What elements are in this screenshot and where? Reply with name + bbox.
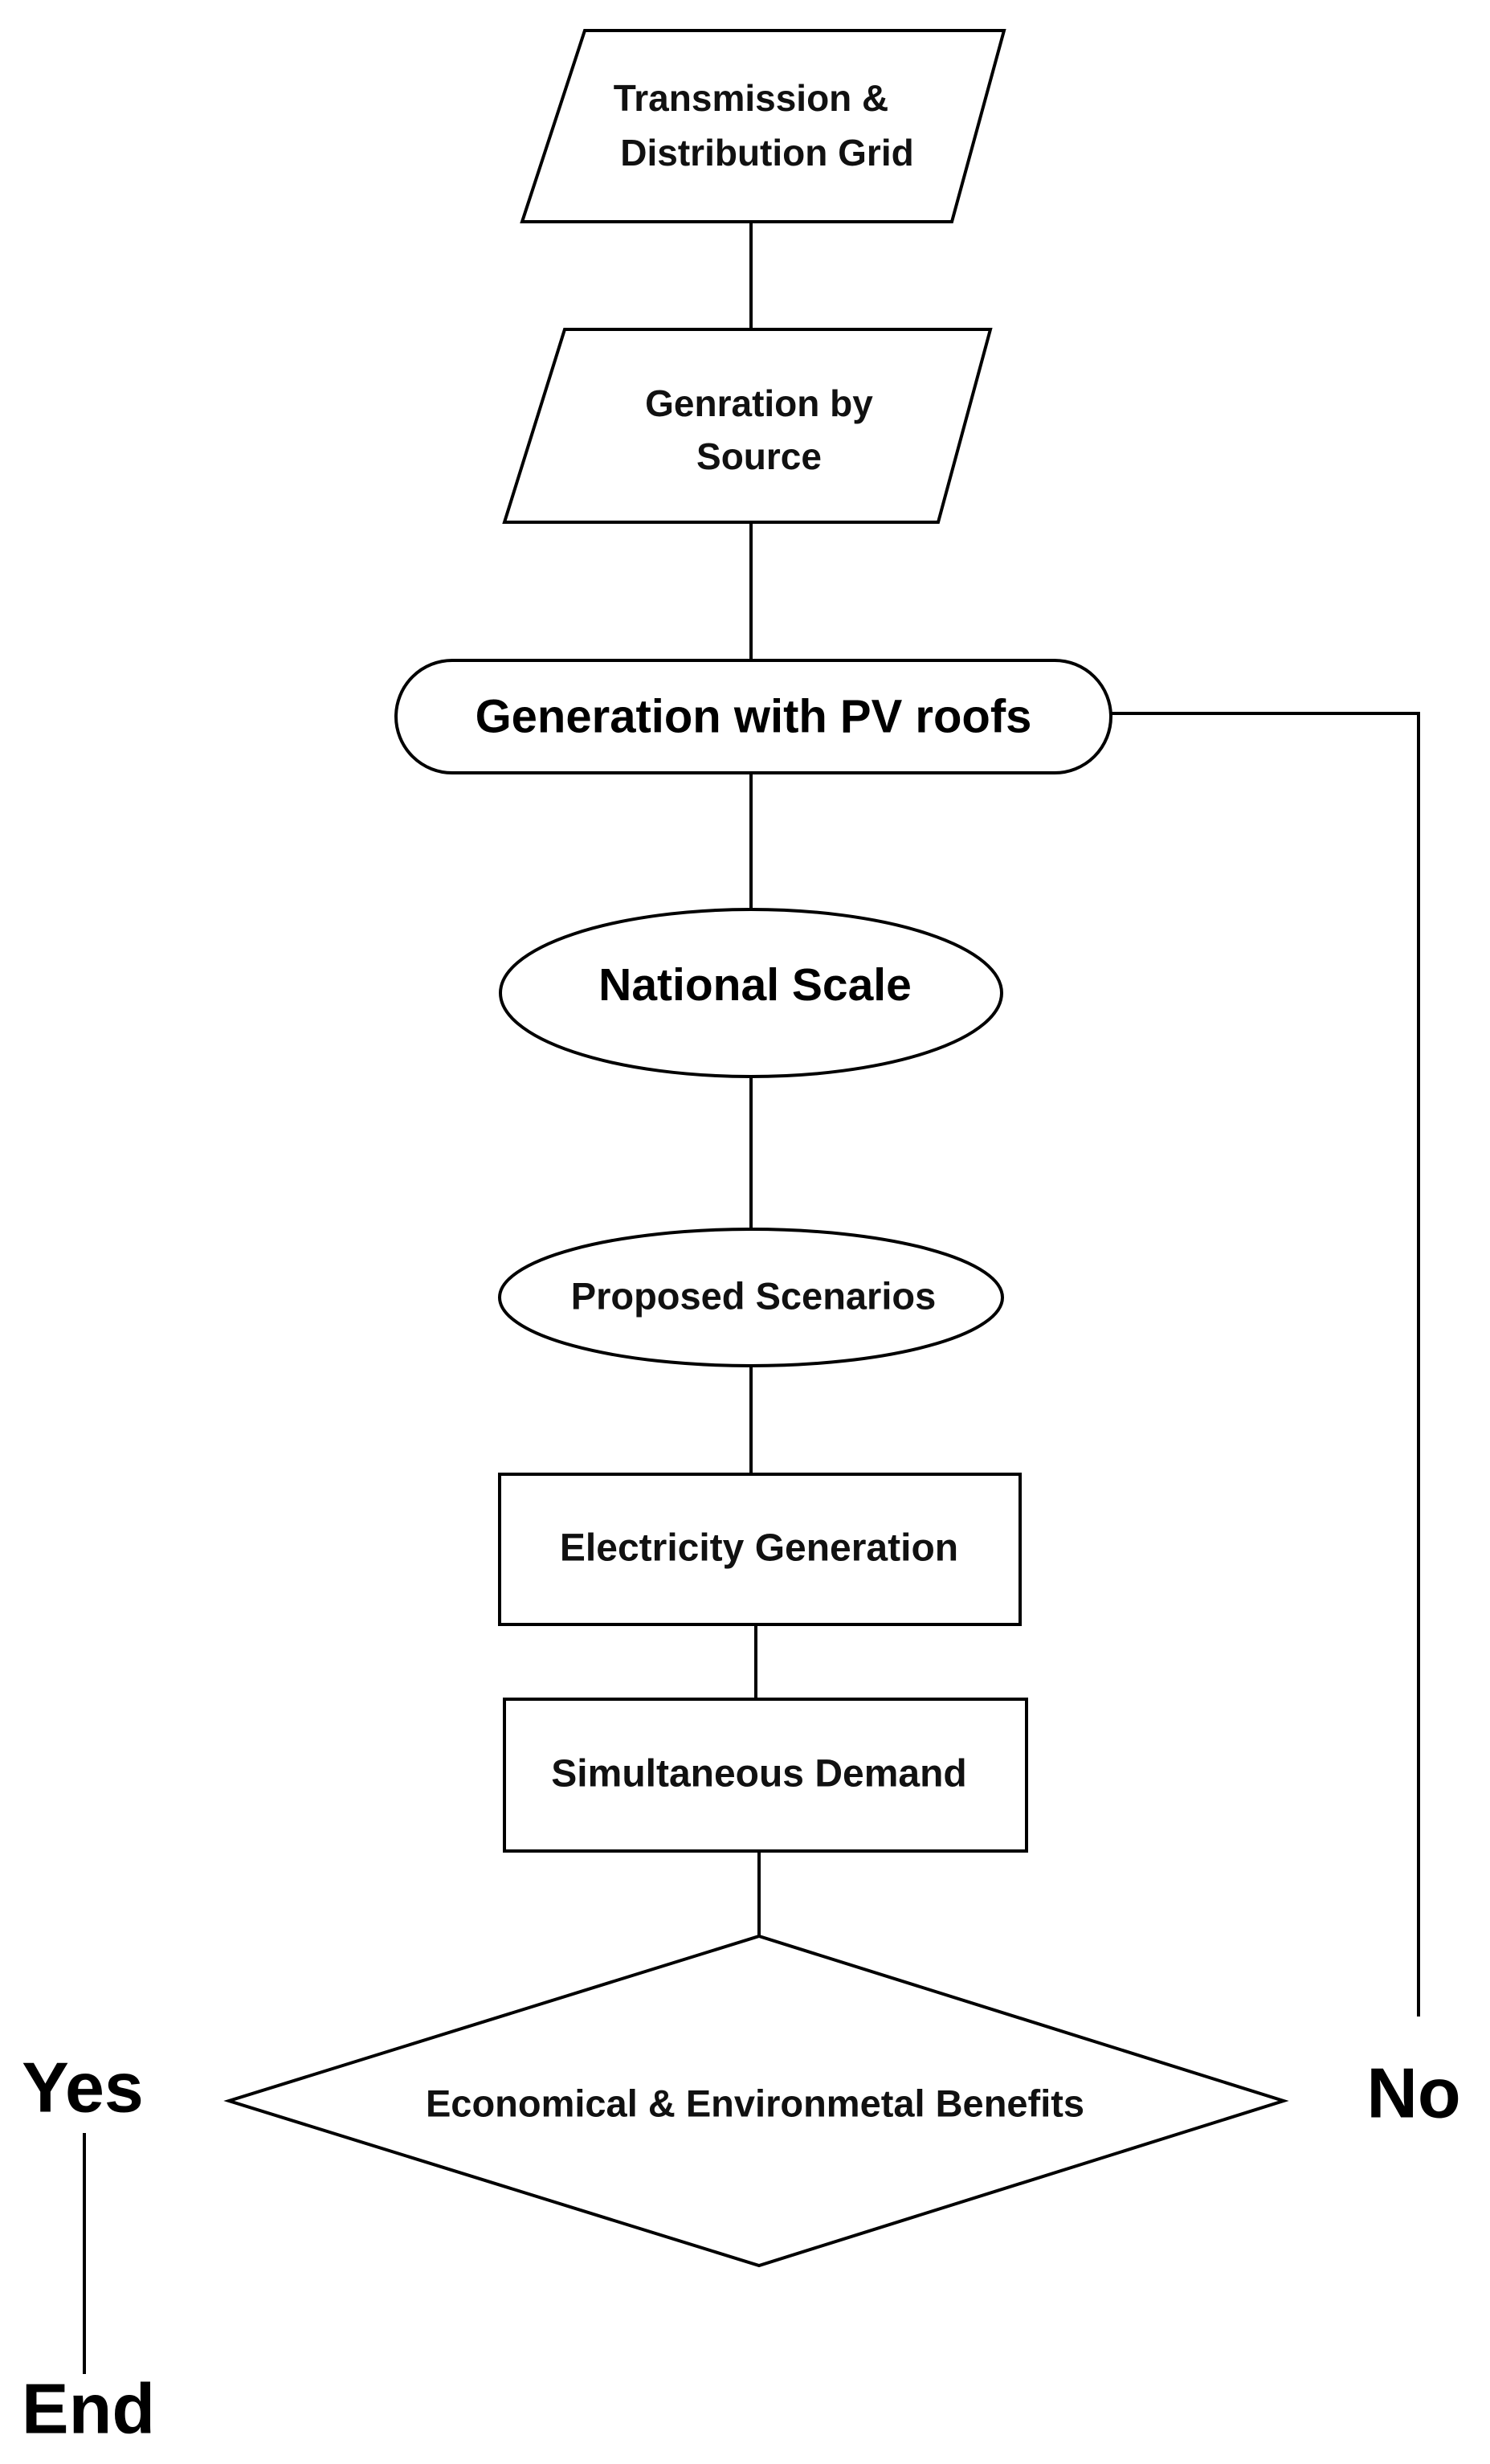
simultaneous-demand-box bbox=[503, 1698, 1028, 1853]
transmission-label-line2: Distribution Grid bbox=[620, 132, 913, 174]
national-scale-ellipse bbox=[499, 908, 1003, 1078]
electricity-generation-box bbox=[498, 1473, 1022, 1626]
benefits-decision-label: Economical & Environmetal Benefits bbox=[426, 2082, 1084, 2124]
generation-by-source-label-line2: Source bbox=[696, 435, 822, 477]
transmission-parallelogram bbox=[520, 29, 1006, 223]
generation-by-source-parallelogram bbox=[502, 328, 993, 524]
node-simultaneous-demand: Simultaneous Demand bbox=[503, 1698, 1028, 1853]
node-transmission-distribution-grid: Transmission & Distribution Grid bbox=[520, 29, 1006, 223]
no-feedback-loop bbox=[1111, 712, 1420, 2017]
pv-roofs-terminator bbox=[394, 659, 1112, 774]
node-national-scale: National Scale bbox=[499, 908, 1003, 1078]
node-electricity-generation: Electricity Generation bbox=[498, 1473, 1022, 1626]
electricity-generation-label: Electricity Generation bbox=[560, 1527, 958, 1570]
no-branch-label: No bbox=[1366, 2053, 1460, 2132]
node-benefits-decision: Economical & Environmetal Benefits bbox=[223, 1934, 1289, 2268]
node-proposed-scenarios: Proposed Scenarios bbox=[498, 1228, 1004, 1367]
pv-roofs-label: Generation with PV roofs bbox=[476, 690, 1032, 742]
generation-by-source-label-line1: Genration by bbox=[645, 382, 873, 424]
yes-branch-label: Yes bbox=[22, 2047, 144, 2127]
proposed-scenarios-ellipse bbox=[498, 1228, 1004, 1367]
proposed-scenarios-label: Proposed Scenarios bbox=[571, 1274, 937, 1317]
end-terminal-label: End bbox=[22, 2368, 155, 2448]
benefits-decision-diamond bbox=[223, 1934, 1289, 2268]
national-scale-label: National Scale bbox=[598, 959, 912, 1011]
node-generation-by-source: Genration by Source bbox=[502, 328, 993, 524]
node-generation-with-pv-roofs: Generation with PV roofs bbox=[394, 659, 1112, 774]
simultaneous-demand-label: Simultaneous Demand bbox=[551, 1753, 966, 1796]
transmission-label-line1: Transmission & bbox=[614, 77, 889, 119]
